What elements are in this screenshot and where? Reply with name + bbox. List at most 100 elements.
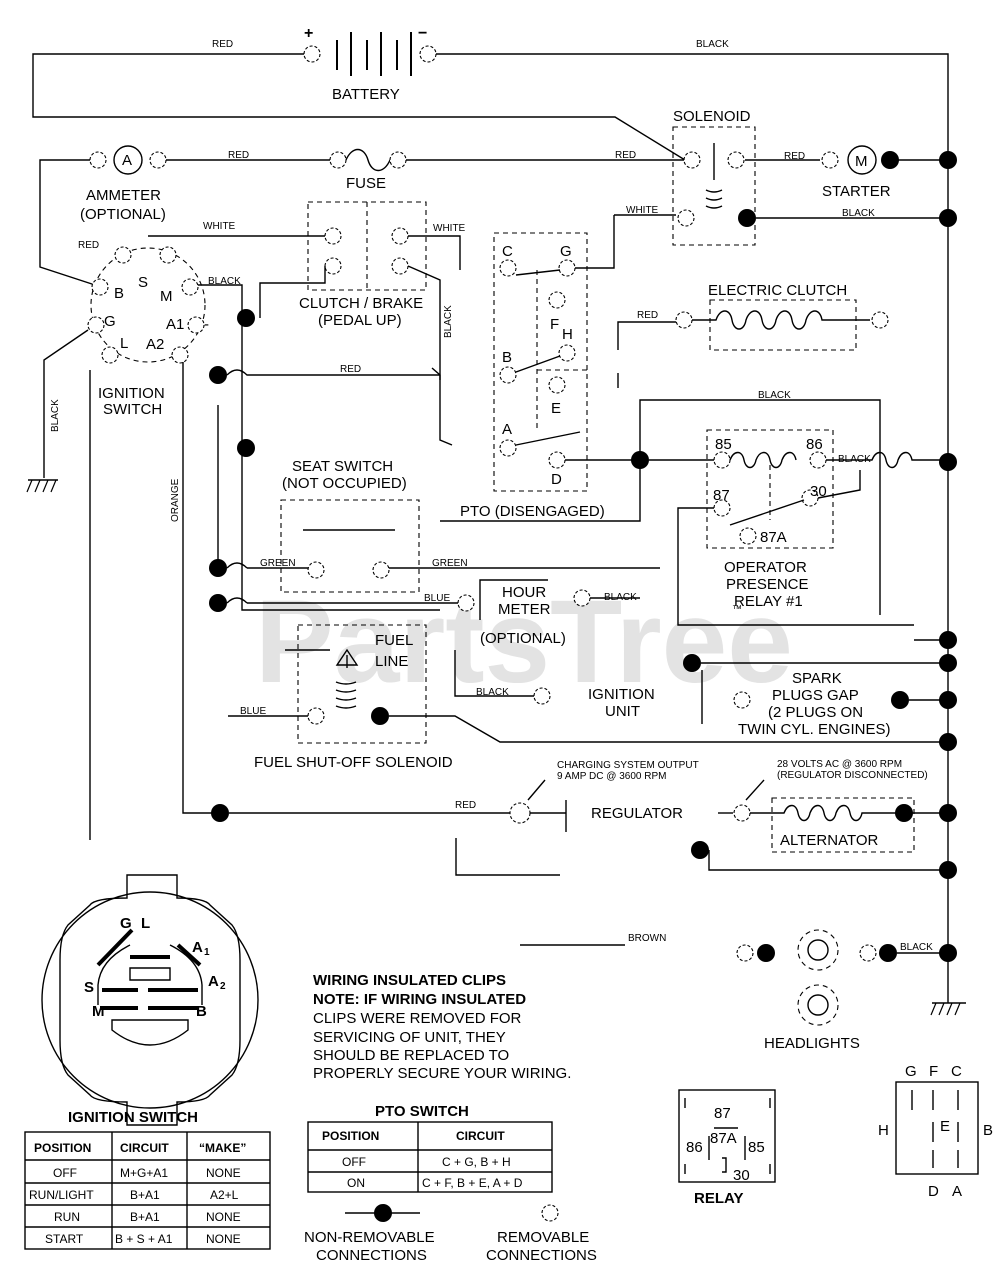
ignition-switch: B S M G L A1 A2 - IGNITION SWITCH <box>87 246 209 418</box>
wiring-note: WIRING INSULATED CLIPS NOTE: IF WIRING I… <box>313 972 571 1082</box>
battery-label: BATTERY <box>332 86 400 103</box>
starter-motor: M STARTER BLACK <box>821 145 899 219</box>
wire-label-brown: BROWN <box>628 933 666 944</box>
pto-legend-h: H <box>878 1122 889 1139</box>
pto-term-c: C <box>502 243 513 260</box>
face-a1-sub: 1 <box>204 947 210 958</box>
pto-label: PTO (DISENGAGED) <box>460 503 605 520</box>
pto-cell: C + G, B + H <box>442 1155 511 1169</box>
ign-cell: B + S + A1 <box>115 1232 173 1246</box>
pto-cell: OFF <box>342 1155 366 1169</box>
spark-plugs-gap: PLUGS GAP <box>772 687 859 704</box>
fuse: FUSE <box>329 148 407 192</box>
electric-clutch-label: ELECTRIC CLUTCH <box>708 282 847 299</box>
wire-label-red-clutch: RED <box>637 310 658 321</box>
seat-switch-not-occupied: (NOT OCCUPIED) <box>282 475 407 492</box>
wire-label-red-ammeter: RED <box>228 150 249 161</box>
connections-legend: NON-REMOVABLE CONNECTIONS REMOVABLE CONN… <box>304 1204 597 1264</box>
relay-legend-86: 86 <box>686 1139 703 1156</box>
wire-label-white-solenoid: WHITE <box>626 205 659 216</box>
note-line-4: SHOULD BE REPLACED TO <box>313 1047 509 1064</box>
watermark: PartsTree <box>255 576 793 708</box>
wire-label-white-switch: WHITE <box>203 221 236 232</box>
ignition-switch-label-2: SWITCH <box>103 401 162 418</box>
alternator-volts: 28 VOLTS AC @ 3600 RPM <box>777 759 902 770</box>
ground-symbol-right <box>930 1002 966 1016</box>
wire-label-blue-hour: BLUE <box>424 593 450 604</box>
headlights: BLACK HEADLIGHTS <box>736 929 940 1052</box>
spark-plugs: SPARK PLUGS GAP (2 PLUGS ON TWIN CYL. EN… <box>683 654 940 738</box>
face-g: G <box>120 915 132 932</box>
switch-term-dash: - <box>204 316 209 333</box>
wire-label-black-clutch: BLACK <box>443 305 454 338</box>
ign-cell: B+A1 <box>130 1188 160 1202</box>
relay-label-2: PRESENCE <box>726 576 809 593</box>
ignition-switch-label: IGNITION <box>98 385 165 402</box>
note-line-3: SERVICING OF UNIT, THEY <box>313 1029 506 1046</box>
wire-label-black-relay: BLACK <box>758 390 791 401</box>
wire-label-red-mid: RED <box>340 364 361 375</box>
pto-legend-d: D <box>928 1183 939 1200</box>
relay-term-87: 87 <box>713 487 730 504</box>
starter-letter: M <box>855 153 868 170</box>
switch-term-s: S <box>138 274 148 291</box>
relay-term-85: 85 <box>715 436 732 453</box>
fuel-shutoff-solenoid: FUEL LINE FUEL SHUT-OFF SOLENOID <box>254 624 453 771</box>
face-m: M <box>92 1003 105 1020</box>
wire-label-white-clutch: WHITE <box>433 223 466 234</box>
charging-system: RED CHARGING SYSTEM OUTPUT 9 AMP DC @ 36… <box>211 759 940 876</box>
wire-label-black-starter: BLACK <box>842 208 875 219</box>
pto-legend-e: E <box>940 1118 950 1135</box>
hour-meter: HOUR METER (OPTIONAL) <box>457 579 591 647</box>
note-title: WIRING INSULATED CLIPS <box>313 972 506 989</box>
pto-th-position: POSITION <box>322 1129 379 1143</box>
wire-label-green-right: GREEN <box>432 558 468 569</box>
battery-negative: − <box>418 25 427 42</box>
relay-legend-30: 30 <box>733 1167 750 1184</box>
pto-switch: C G F H B E A D PTO (DISENGAGED) <box>460 232 605 520</box>
wire-label-red-battery: RED <box>212 39 233 50</box>
clutch-brake-pedal-up: (PEDAL UP) <box>318 312 402 329</box>
switch-term-g: G <box>104 313 116 330</box>
pto-switch-table: PTO SWITCH POSITION CIRCUIT OFF C + G, B… <box>307 1103 553 1193</box>
operator-presence-relay: 85 86 87 30 87A OPERATOR PRESENCE RELAY … <box>631 429 834 610</box>
relay-legend-87a: 87A <box>710 1130 737 1147</box>
wire-label-black-hour: BLACK <box>604 592 637 603</box>
wire-label-black-relay-86: BLACK <box>838 454 871 465</box>
wire-label-black-headlight: BLACK <box>900 942 933 953</box>
switch-term-a1: A1 <box>166 316 184 333</box>
ignition-unit: IGNITION UNIT <box>454 650 655 720</box>
wire-label-green-left: GREEN <box>260 558 296 569</box>
ign-th-circuit: CIRCUIT <box>120 1141 169 1155</box>
seat-switch-label: SEAT SWITCH <box>292 458 393 475</box>
relay-label-3: RELAY #1 <box>734 593 803 610</box>
solenoid: SOLENOID <box>672 108 756 246</box>
ammeter-letter: A <box>122 152 132 169</box>
clutch-brake-switch: CLUTCH / BRAKE (PEDAL UP) <box>299 201 427 329</box>
relay-term-86: 86 <box>806 436 823 453</box>
switch-term-a2: A2 <box>146 336 164 353</box>
pto-term-e: E <box>551 400 561 417</box>
note-line-1: NOTE: IF WIRING INSULATED <box>313 991 526 1008</box>
ignition-switch-face: G L A 1 A 2 S M B <box>41 874 259 1126</box>
alternator-regulator-disconnected: (REGULATOR DISCONNECTED) <box>777 770 928 781</box>
ign-cell: NONE <box>206 1166 241 1180</box>
legend-non-removable-2: CONNECTIONS <box>316 1247 427 1264</box>
wire-label-red-solenoid: RED <box>615 150 636 161</box>
relay-legend-85: 85 <box>748 1139 765 1156</box>
switch-term-b: B <box>114 285 124 302</box>
battery-positive: + <box>304 25 313 42</box>
fuel-solenoid-label: FUEL SHUT-OFF SOLENOID <box>254 754 453 771</box>
ign-cell: RUN <box>54 1210 80 1224</box>
relay-diagram: 87 87A 86 85 30 RELAY <box>678 1089 776 1207</box>
ignition-unit-label-2: UNIT <box>605 703 640 720</box>
wire-label-black-ignition: BLACK <box>476 687 509 698</box>
seat-switch: SEAT SWITCH (NOT OCCUPIED) <box>280 458 420 593</box>
wire-label-black-switch: BLACK <box>208 276 241 287</box>
pto-legend-g: G <box>905 1063 917 1080</box>
watermark-tm: ™ <box>732 604 742 615</box>
switch-term-m: M <box>160 288 173 305</box>
relay-term-87a: 87A <box>760 529 787 546</box>
pto-cell: C + F, B + E, A + D <box>422 1176 523 1190</box>
alternator-label: ALTERNATOR <box>780 832 879 849</box>
